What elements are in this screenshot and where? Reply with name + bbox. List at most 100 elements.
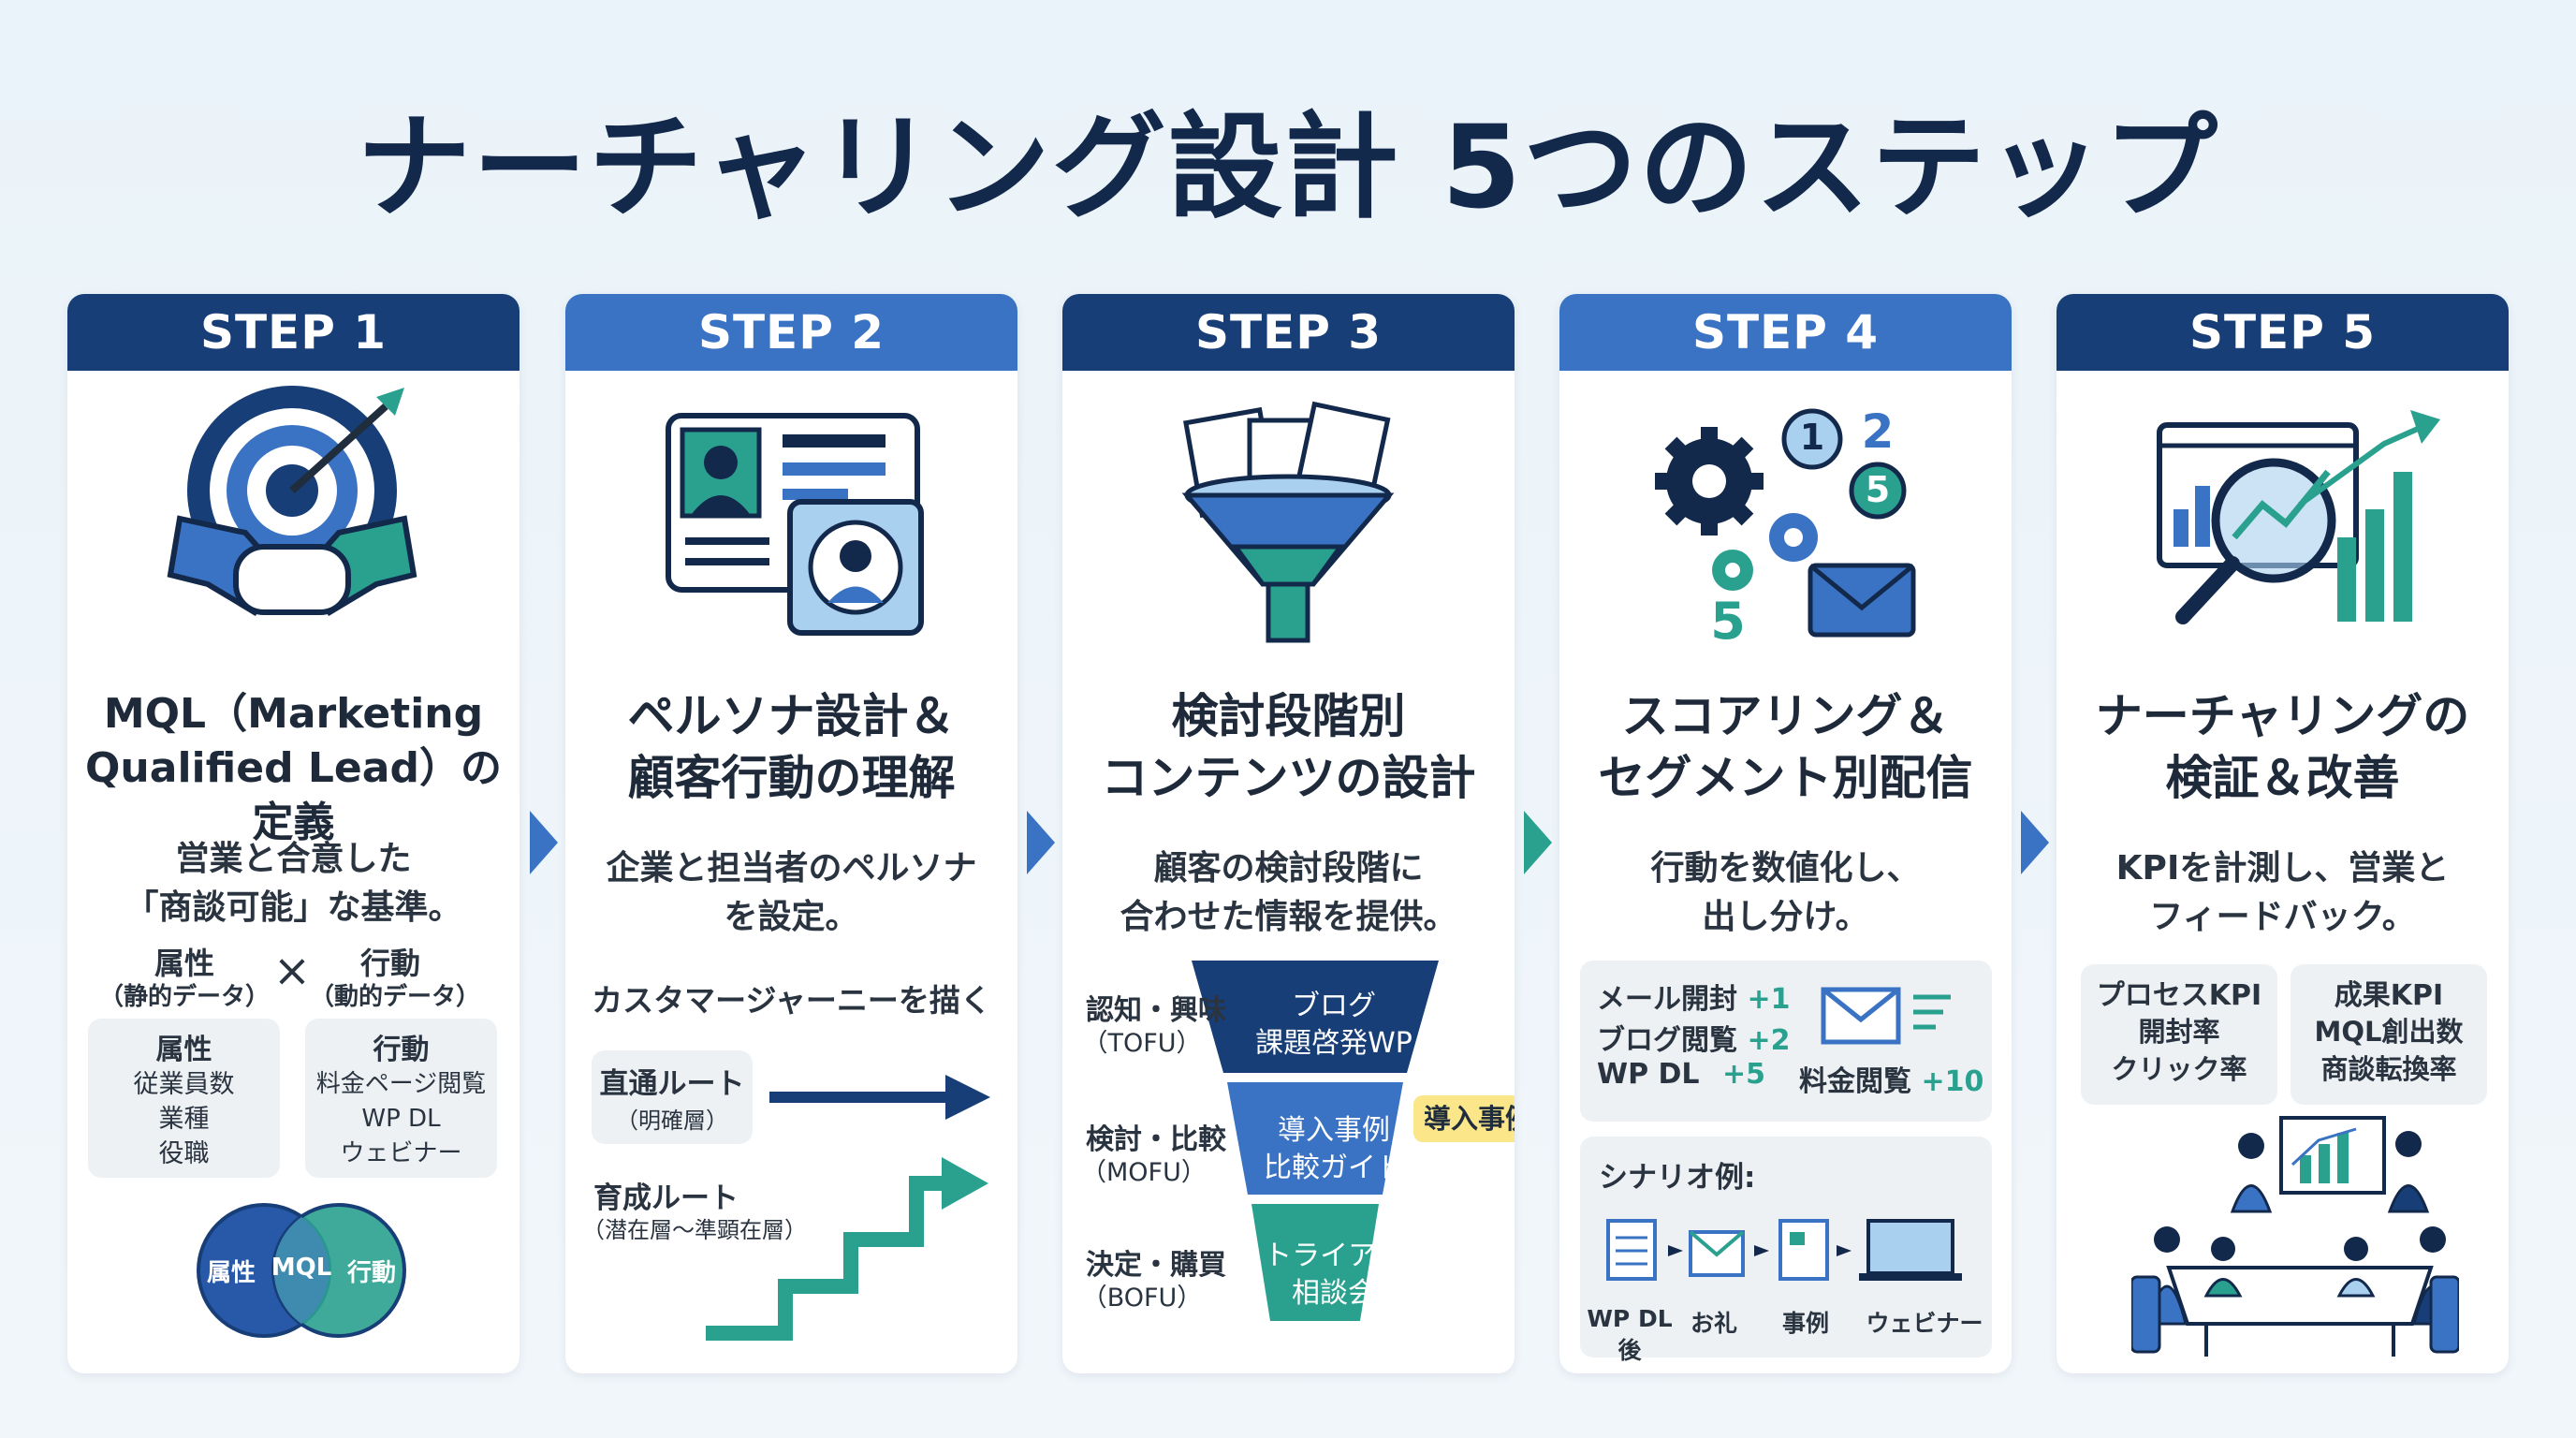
attr-box-title: 属性 [155, 1034, 212, 1066]
persona-profile-icon [666, 413, 924, 636]
scenario-title: シナリオ例: [1599, 1161, 1756, 1195]
team-meeting-illustration [2131, 1116, 2459, 1357]
step-1-header: STEP 1 [67, 294, 520, 371]
step-1-desc-line2: 「商談可能」な基準。 [124, 888, 462, 927]
action-box: 行動 料金ページ閲覧 WP DL ウェビナー [305, 1019, 497, 1178]
process-kpi-item: クリック率 [2111, 1053, 2247, 1085]
score-number-5b: 5 [1710, 592, 1746, 651]
scenario-step-wpdl: WP DL後 [1587, 1305, 1673, 1364]
target-handshake-icon [167, 386, 417, 616]
direct-route-arrow [769, 1075, 990, 1120]
customer-journey-label: カスタマージャーニーを描く [592, 982, 991, 1019]
step-4-header: STEP 4 [1559, 294, 2012, 371]
step-2-title-line2: 顧客行動の理解 [627, 751, 956, 805]
action-item: ウェビナー [340, 1139, 462, 1167]
action-box-title: 行動 [373, 1034, 430, 1066]
scenario-step-webinar: ウェビナー [1866, 1310, 1983, 1337]
result-kpi-title: 成果KPI [2334, 979, 2444, 1012]
scenario-step-thanks: お礼 [1690, 1310, 1737, 1337]
bofu-content-2: 相談会 [1292, 1277, 1376, 1310]
step-1-desc-line1: 営業と合意した [175, 840, 412, 878]
step-4-desc-line1: 行動を数値化し、 [1650, 849, 1921, 888]
venn-diagram [197, 1203, 406, 1338]
step-2-desc-line2: を設定。 [724, 898, 859, 936]
tofu-content-1: ブログ [1292, 990, 1376, 1022]
times-sign: × [272, 945, 312, 997]
tofu-stage-code: （TOFU） [1082, 1029, 1202, 1058]
step-5-desc-line1: KPIを計測し、営業と [2115, 849, 2450, 888]
step-5-desc-line2: フィードバック。 [2149, 898, 2416, 936]
step-5-title-line1: ナーチャリングの [2095, 689, 2470, 743]
step-2-card: STEP 2 ペルソナ設計＆ 顧客行動の理解 企業と担当者のペルソナ を設定。 … [565, 294, 1017, 1373]
score-table [1580, 961, 1992, 1122]
attr-item: 業種 [158, 1105, 210, 1134]
nurture-route-label: 育成ルート [593, 1181, 739, 1215]
result-kpi-box: 成果KPI MQL創出数 商談転換率 [2291, 964, 2487, 1105]
step-3-desc-line2: 合わせた情報を提供。 [1120, 898, 1457, 936]
analytics-magnifier-icon [2157, 410, 2440, 624]
direct-route-box: 直通ルート （明確層） [592, 1050, 753, 1144]
score-item-open: メール開封 +1 [1597, 983, 1791, 1016]
step-arrow [1524, 811, 1552, 874]
stage-funnel [1192, 961, 1439, 1321]
score-number-5: 5 [1865, 469, 1891, 510]
nurture-route-sub: （潜在層〜準顕在層） [582, 1217, 807, 1243]
scenario-flow-icons [1606, 1219, 1962, 1281]
mofu-stage-name: 検討・比較 [1086, 1123, 1226, 1156]
step-arrow [530, 811, 558, 874]
attr-label: 属性 [154, 946, 214, 981]
step-1-title-line2: Qualified Lead）の定義 [85, 744, 502, 846]
case-study-tag: 導入事例 [1413, 1095, 1515, 1142]
action-label: 行動 [359, 946, 420, 981]
process-kpi-title: プロセスKPI [2096, 979, 2262, 1012]
scenario-step-case: 事例 [1781, 1310, 1829, 1337]
step-4-desc-line2: 出し分け。 [1702, 898, 1869, 936]
step-3-desc-line1: 顧客の検討段階に [1153, 849, 1424, 888]
attr-item: 役職 [158, 1139, 210, 1168]
action-item: WP DL [361, 1105, 441, 1133]
step-2-header: STEP 2 [565, 294, 1017, 371]
step-arrow [1027, 811, 1055, 874]
direct-route-label: 直通ルート [599, 1067, 745, 1101]
bofu-content-1: トライアル [1264, 1240, 1404, 1272]
action-sub: （動的データ） [309, 983, 480, 1011]
step-4-title-line2: セグメント別配信 [1598, 751, 1973, 805]
bofu-stage-name: 決定・購買 [1086, 1249, 1226, 1282]
step-3-card: STEP 3 検討段階別 コンテンツの設計 顧客の検討段階に 合わせた情報を提供… [1062, 294, 1515, 1373]
score-item-pricing: 料金閲覧 +10 [1799, 1065, 1984, 1098]
step-5-card: STEP 5 ナーチャリングの 検証＆改善 KPIを計測し、営業と フィードバッ… [2056, 294, 2509, 1373]
bofu-stage-code: （BOFU） [1081, 1284, 1203, 1313]
venn-action: 行動 [346, 1259, 396, 1287]
step-4-title-line1: スコアリング＆ [1621, 689, 1950, 743]
direct-route-sub: （明確層） [616, 1108, 728, 1134]
page-title: ナーチャリング設計 5つのステップ [356, 101, 2220, 234]
tofu-stage-name: 認知・興味 [1086, 994, 1226, 1027]
step-3-header: STEP 3 [1062, 294, 1515, 371]
score-item-wp: WP DL+5 [1597, 1058, 1765, 1091]
score-number-2: 2 [1861, 404, 1895, 459]
step-1-title-line1: MQL（Marketing [103, 690, 484, 738]
step-5-header: STEP 5 [2056, 294, 2509, 371]
process-kpi-item: 開封率 [2138, 1016, 2220, 1048]
attr-sub: （静的データ） [98, 983, 270, 1011]
result-kpi-item: 商談転換率 [2320, 1053, 2457, 1085]
action-item: 料金ページ閲覧 [315, 1070, 487, 1098]
mofu-content-1: 導入事例 [1278, 1114, 1390, 1147]
venn-attr: 属性 [206, 1259, 256, 1287]
result-kpi-item: MQL創出数 [2314, 1016, 2464, 1048]
step-2-desc-line1: 企業と担当者のペルソナ [606, 849, 977, 888]
step-5-title-line2: 検証＆改善 [2165, 751, 2400, 805]
step-4-card: STEP 4 1 2 5 5 スコアリング＆ セグメント別配信 行動を数値化し、… [1559, 294, 2012, 1373]
nurture-route-stairs-arrow [706, 1157, 988, 1341]
step-arrow [2021, 811, 2049, 874]
step-2-title-line1: ペルソナ設計＆ [627, 689, 956, 743]
score-number-1: 1 [1799, 417, 1825, 458]
venn-mql: MQL [271, 1254, 332, 1282]
step-3-title-line1: 検討段階別 [1171, 689, 1406, 743]
mofu-content-2: 比較ガイド [1264, 1152, 1404, 1184]
attr-box: 属性 従業員数 業種 役職 [88, 1019, 280, 1178]
tofu-content-2: 課題啓発WP [1255, 1027, 1412, 1060]
email-score-icon [1821, 987, 1951, 1045]
step-1-card: STEP 1 MQL（Marketing Qualified Lead）の定義 … [67, 294, 520, 1373]
process-kpi-box: プロセスKPI 開封率 クリック率 [2081, 964, 2277, 1105]
